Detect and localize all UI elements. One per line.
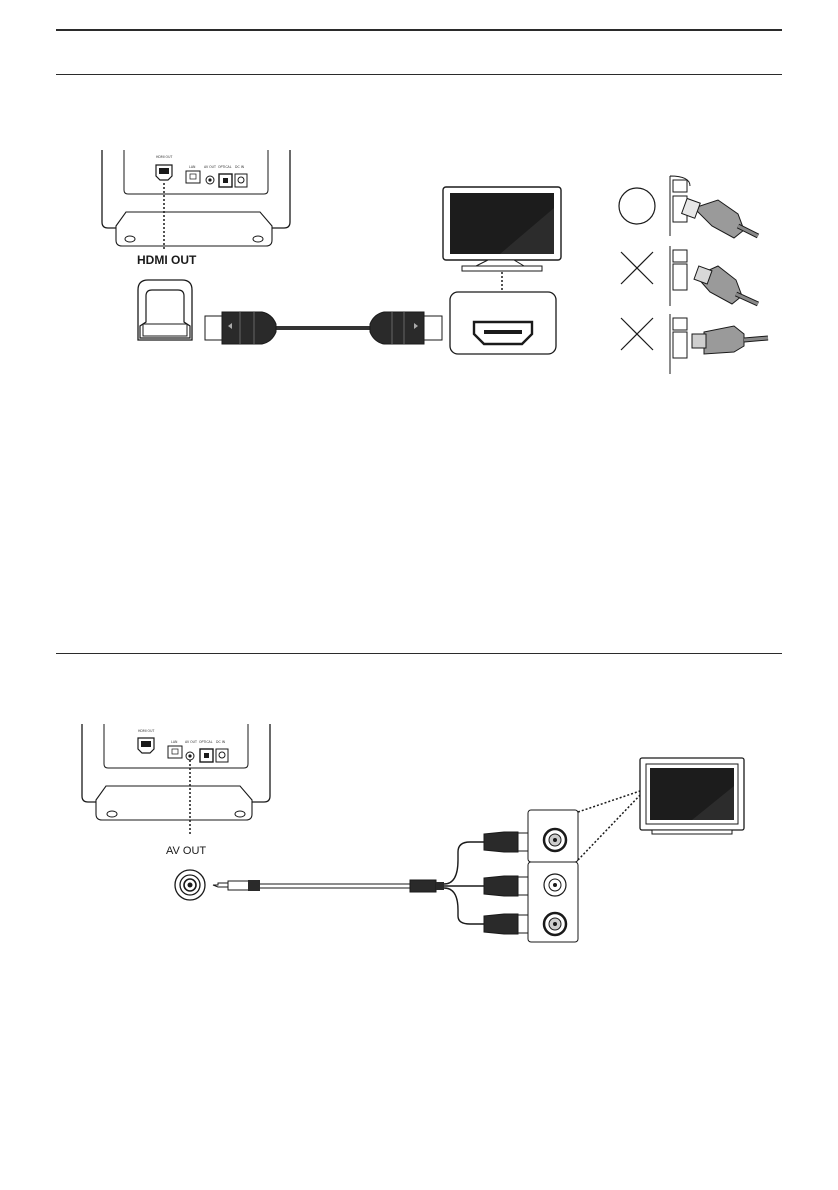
svg-text:HDMI OUT: HDMI OUT — [156, 155, 172, 159]
hdmi-connection-diagram: HDMI OUT LAN AV OUT OPTICAL DC IN HDMI O… — [102, 150, 768, 374]
svg-text:DC IN: DC IN — [216, 740, 226, 744]
cross-icon — [621, 318, 653, 350]
av-connection-diagram: HDMI OUT LAN AV OUT OPTICAL DC IN AV OUT — [82, 724, 744, 942]
tv-hdmi-in-port — [450, 292, 556, 354]
svg-text:LAN: LAN — [171, 740, 178, 744]
device-rear-panel-hdmi: HDMI OUT LAN AV OUT OPTICAL DC IN — [102, 150, 290, 250]
plug-orientation-examples — [619, 176, 768, 374]
device-rear-panel-av: HDMI OUT LAN AV OUT OPTICAL DC IN — [82, 724, 270, 836]
rca-jack-icon — [528, 810, 578, 942]
av-out-label: AV OUT — [166, 845, 206, 857]
svg-text:LAN: LAN — [189, 165, 196, 169]
tv-icon — [640, 758, 744, 834]
svg-text:HDMI OUT: HDMI OUT — [138, 729, 154, 733]
svg-text:OPTICAL: OPTICAL — [218, 165, 232, 169]
svg-text:OPTICAL: OPTICAL — [199, 740, 213, 744]
circle-ok-icon — [619, 188, 655, 224]
svg-text:AV OUT: AV OUT — [204, 165, 216, 169]
svg-text:DC IN: DC IN — [235, 165, 245, 169]
hdmi-cable — [205, 312, 442, 344]
hdmi-out-port-enlarged — [138, 280, 192, 340]
hdmi-out-label: HDMI OUT — [137, 253, 197, 267]
cross-icon — [621, 252, 653, 284]
av-out-jack-enlarged — [175, 870, 205, 900]
svg-text:AV OUT: AV OUT — [185, 740, 197, 744]
tv-icon — [443, 187, 561, 294]
av-cable — [213, 832, 540, 934]
hdmi-port-icon — [156, 165, 172, 180]
